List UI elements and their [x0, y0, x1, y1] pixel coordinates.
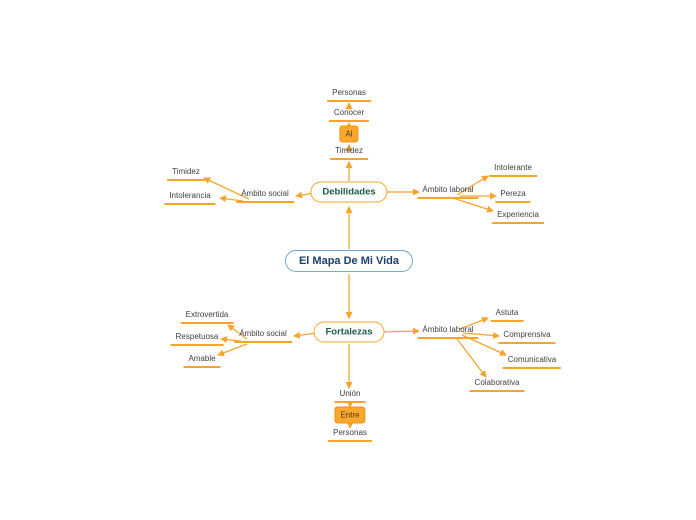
topic-pereza[interactable]: Pereza [495, 189, 531, 203]
topic-ambito-social-fort[interactable]: Ámbito social [234, 329, 292, 343]
topic-ambito-laboral-fort[interactable]: Ámbito laboral [417, 325, 479, 339]
node-debilidades[interactable]: Debilidades [310, 181, 388, 203]
topic-personas-bottom[interactable]: Personas [328, 428, 372, 442]
box-al[interactable]: Al [339, 125, 359, 143]
topic-experiencia[interactable]: Experiencia [492, 210, 544, 224]
node-fortalezas[interactable]: Fortalezas [313, 321, 385, 343]
topic-conocer[interactable]: Conocer [328, 108, 370, 122]
topic-colaborativa[interactable]: Colaborativa [469, 378, 525, 392]
topic-timidez-top[interactable]: Timidez [330, 146, 368, 160]
topic-intolerante[interactable]: Intolerante [489, 163, 537, 177]
box-entre[interactable]: Entre [334, 406, 366, 424]
topic-intolerancia[interactable]: Intolerancia [164, 191, 216, 205]
topic-amable[interactable]: Amable [183, 354, 221, 368]
topic-union[interactable]: Unión [334, 389, 366, 403]
topic-timidez-left[interactable]: Timidez [167, 167, 205, 181]
topic-ambito-social-deb[interactable]: Ámbito social [236, 189, 294, 203]
topic-respetuosa[interactable]: Respetuosa [170, 332, 224, 346]
topic-comunicativa[interactable]: Comunicativa [502, 355, 562, 369]
topic-astuta[interactable]: Astuta [490, 308, 524, 322]
node-center-title[interactable]: El Mapa De Mi Vida [284, 250, 414, 272]
topic-personas-top[interactable]: Personas [327, 88, 371, 102]
topic-comprensiva[interactable]: Comprensiva [498, 330, 556, 344]
topic-ambito-laboral-deb[interactable]: Ámbito laboral [417, 185, 479, 199]
topic-extrovertida[interactable]: Extrovertida [180, 310, 234, 324]
